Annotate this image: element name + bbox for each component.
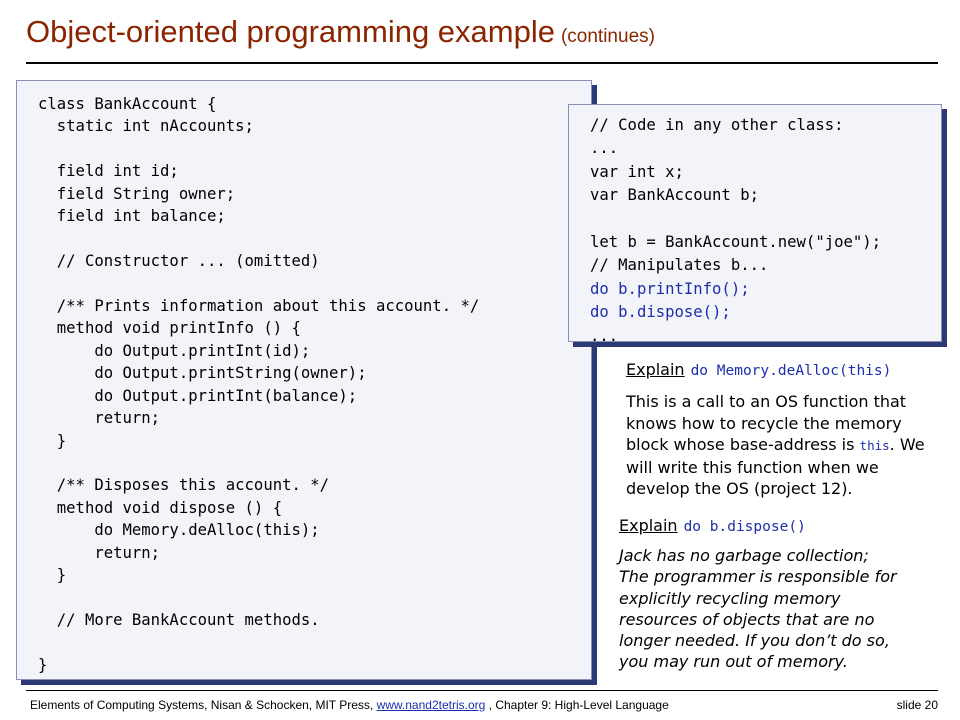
code-line: }: [38, 431, 67, 450]
explain-dealloc-heading: Explain do Memory.deAlloc(this): [626, 360, 944, 379]
code-line: /** Disposes this account. */: [38, 476, 330, 495]
explain-dispose-line: longer needed. If you don’t do so,: [619, 631, 890, 651]
code-line: do b.dispose();: [590, 303, 731, 322]
code-line: // Manipulates b...: [590, 256, 769, 275]
code-line: method void printInfo () {: [38, 319, 301, 338]
explain-dispose-heading: Explain do b.dispose(): [619, 516, 949, 535]
explain-dealloc-body: This is a call to an OS function that kn…: [626, 391, 944, 500]
code-line: // Constructor ... (omitted): [38, 252, 320, 271]
code-line: }: [38, 566, 67, 585]
code-line: return;: [38, 543, 161, 562]
code-line: [38, 587, 591, 609]
explain-dispose-line: explicitly recycling memory: [619, 588, 841, 608]
slide-title-main: Object-oriented programming example: [26, 14, 555, 49]
code-line: [38, 632, 591, 654]
explain-dealloc: Explain do Memory.deAlloc(this) This is a…: [626, 360, 944, 500]
explain-dispose-label: Explain: [619, 516, 678, 535]
code-line: ...: [590, 326, 619, 345]
code-line: static int nAccounts;: [38, 117, 254, 136]
code-line: do Memory.deAlloc(this);: [38, 521, 320, 540]
footer-divider: [26, 690, 938, 691]
explain-dealloc-text-2: . We will write this function when we de…: [626, 435, 925, 498]
code-line: }: [38, 655, 48, 674]
code-line: [38, 452, 591, 474]
footer-citation: Elements of Computing Systems, Nisan & S…: [30, 698, 669, 712]
footer-text-before: Elements of Computing Systems, Nisan & S…: [30, 698, 377, 712]
explain-dealloc-inline-code: this: [859, 438, 890, 453]
code-line: /** Prints information about this accoun…: [38, 296, 480, 315]
explain-dealloc-code: do Memory.deAlloc(this): [690, 363, 892, 379]
code-line: class BankAccount {: [38, 95, 217, 113]
explain-dispose-body: Jack has no garbage collection; The progr…: [619, 545, 949, 673]
explain-dispose-line: The programmer is responsible for: [619, 567, 897, 587]
code-line: let b = BankAccount.new("joe");: [590, 232, 882, 251]
code-line: [590, 208, 941, 231]
code-line: do Output.printInt(id);: [38, 341, 311, 360]
explain-dispose-line: Jack has no garbage collection;: [619, 546, 869, 565]
code-line: do b.printInfo();: [590, 279, 750, 298]
code-line: field int balance;: [38, 207, 226, 226]
code-line: field String owner;: [38, 184, 236, 203]
bankaccount-code-box: class BankAccount { static int nAccounts…: [16, 80, 592, 680]
explain-dispose: Explain do b.dispose() Jack has no garbag…: [619, 516, 949, 673]
slide-number: slide 20: [896, 698, 938, 712]
code-line: [38, 138, 591, 160]
explain-dispose-line: you may run out of memory.: [619, 652, 848, 672]
code-line: // Code in any other class:: [590, 116, 844, 134]
footer-link[interactable]: www.nand2tetris.org: [376, 698, 486, 712]
client-code-box: // Code in any other class:... var int x;…: [568, 104, 942, 345]
code-line: do Output.printInt(balance);: [38, 386, 358, 405]
code-line: // More BankAccount methods.: [38, 611, 320, 630]
slide-title: Object-oriented programming example(cont…: [26, 14, 655, 50]
explain-dispose-line: resources of objects that are no: [619, 609, 875, 629]
explain-dispose-code: do b.dispose(): [683, 519, 806, 535]
slide-title-sub: (continues): [560, 26, 655, 47]
explain-dealloc-text-1: This is a call to an OS function that kn…: [626, 392, 907, 454]
code-line: var int x;: [590, 162, 684, 181]
code-line: field int id;: [38, 162, 179, 181]
code-line: ...: [590, 139, 619, 158]
explain-dealloc-label: Explain: [626, 360, 685, 379]
code-line: method void dispose () {: [38, 498, 283, 517]
code-line: var BankAccount b;: [590, 186, 759, 205]
code-line: [38, 228, 591, 250]
code-line: [38, 273, 591, 295]
footer-text-after: , Chapter 9: High-Level Language: [485, 698, 669, 712]
title-divider: [26, 62, 938, 64]
code-line: do Output.printString(owner);: [38, 364, 367, 383]
code-line: return;: [38, 409, 161, 428]
